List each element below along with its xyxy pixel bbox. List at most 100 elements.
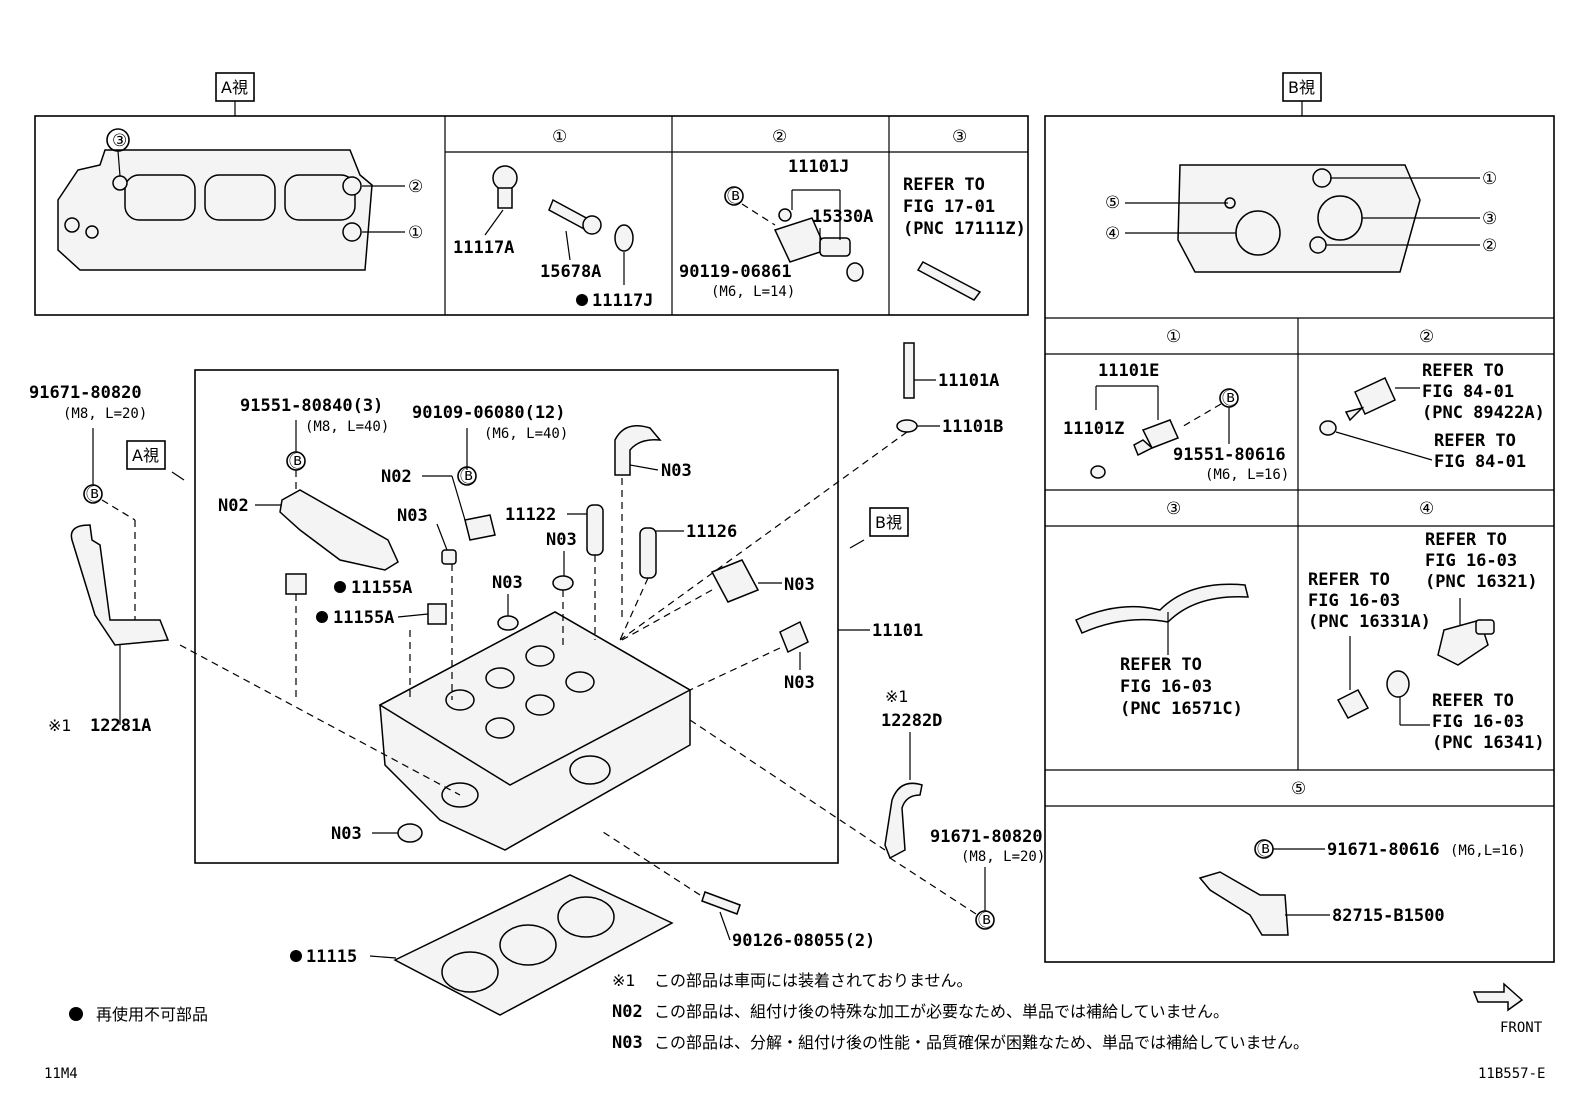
b-view-label: B視 [1288,78,1315,97]
spec-90109-06080: (M6, L=40) [484,426,568,442]
right-bolt-b-mark: Ⓑ [978,911,995,931]
b1-sensor-drawing [1090,419,1180,479]
label-11101e: 11101E [1098,361,1159,381]
b3-hose-drawing [1075,583,1249,634]
a-callout-2-number: ② [408,177,423,197]
b-callout-1-number: ① [1482,169,1497,189]
a3-stud-drawing [916,261,982,301]
label-n03-small: N03 [397,506,428,526]
label-n02-left: N02 [218,496,249,516]
b2-refer-b-line2: FIG 84-01 [1434,452,1526,472]
bridge-n02-drawing [279,489,399,571]
spec-91671-80820-right: (M8, L=20) [961,849,1045,865]
note-1-mark: ※1 [612,971,636,990]
label-n03-ring-upper: N03 [546,530,577,550]
a3-refer-line3: (PNC 17111Z) [903,219,1026,239]
a-bolt-b-mark: Ⓑ [727,187,744,207]
b4-refer-b-line1: REFER TO [1308,570,1390,590]
a3-refer-line2: FIG 17-01 [903,197,995,217]
b1-bolt-b-mark: Ⓑ [1222,389,1239,409]
b3-refer-line2: FIG 16-03 [1120,677,1212,697]
note-1-text: この部品は車両には装着されておりません。 [654,971,973,990]
label-91551-80840: 91551-80840(3) [240,396,383,416]
bracket-12281a-drawing [70,524,170,646]
label-n03-lower: N03 [331,824,362,844]
left-bolt-b-mark: Ⓑ [86,485,103,505]
label-n03-ring-mid: N03 [492,573,523,593]
label-15330a: 15330A [812,207,873,227]
b-panel-2-number: ② [1419,327,1434,347]
non-reusable-mark-11117j [576,294,588,306]
a-view-frame [34,115,1029,316]
b4-refer-b-line3: (PNC 16331A) [1308,612,1431,632]
n03-small-drawing [441,549,457,565]
stud-90126-drawing [701,891,741,915]
b-view-section: B視 ① ② ③ ④ ⑤ ⑤ ④ ① ③ ② [1044,72,1555,963]
a-view-section: A視 ① ② ③ ③ ② ① [34,72,1029,316]
n03-plug-drawing [779,620,809,654]
label-91671-80820-right: 91671-80820 [930,827,1043,847]
b2-refer-a-line1: REFER TO [1422,361,1504,381]
b3-refer-line1: REFER TO [1120,655,1202,675]
label-91671-80616: 91671-80616 [1327,840,1440,860]
label-11101a: 11101A [938,371,999,391]
label-11115: 11115 [306,947,357,967]
label-91551-80616: 91551-80616 [1173,445,1286,465]
n03-ring-upper-drawing [552,575,574,591]
b-callout-4-number: ④ [1105,224,1120,244]
spec-91551-80840: (M8, L=40) [305,419,389,435]
label-n02-mid: N02 [381,467,412,487]
spec-91671-80616: (M6,L=16) [1450,843,1526,859]
n02-cap-drawing [464,514,496,541]
label-n03-hose: N03 [661,461,692,481]
b2-refer-b-line1: REFER TO [1434,431,1516,451]
note-3-mark: N03 [612,1033,643,1053]
b4-parts-drawing [1336,619,1495,719]
b2-refer-a-line2: FIG 84-01 [1422,382,1514,402]
n03-sleeve-drawing [710,559,760,603]
a-callout-1-number: ① [408,223,423,243]
label-11101z: 11101Z [1063,419,1124,439]
note-2-mark: N02 [612,1002,643,1022]
legend-text: 再使用不可部品 [96,1005,208,1024]
mark-12282d: ※1 [885,687,909,706]
non-reusable-mark-11155a-lower [316,611,328,623]
label-11117j: 11117J [592,291,653,311]
bolt-11101a-drawing [903,342,915,399]
label-11101: 11101 [872,621,923,641]
b-callout-5-number: ⑤ [1105,193,1120,213]
part-11122-drawing [586,504,604,556]
label-11101b: 11101B [942,417,1003,437]
b3-refer-line3: (PNC 16571C) [1120,699,1243,719]
bracket-12282d-drawing [884,782,923,860]
front-arrow-icon [1472,982,1524,1012]
a-view-arrow-tag [126,440,166,470]
note-2-text: この部品は、組付け後の特殊な加工が必要なため、単品では補給していません。 [654,1002,1229,1021]
a3-refer-line1: REFER TO [903,175,985,195]
label-12282d: 12282D [881,711,942,731]
part-11155a-upper [285,573,307,595]
label-90109-06080: 90109-06080(12) [412,403,566,423]
label-11117a: 11117A [453,238,514,258]
b-callout-3-number: ③ [1482,209,1497,229]
a-panel-1-parts [492,165,634,252]
a-panel-2-parts [773,208,864,282]
n03-lower-seal-drawing [397,823,423,843]
b-view-frame [1044,115,1555,963]
b-panel-3-number: ③ [1166,499,1181,519]
b4-refer-a-line1: REFER TO [1425,530,1507,550]
label-n03-sleeve: N03 [784,575,815,595]
b5-bracket-drawing [1198,871,1289,936]
label-91671-80820-left: 91671-80820 [29,383,142,403]
b4-refer-c-line2: FIG 16-03 [1432,712,1524,732]
non-reusable-mark-11155a-upper [334,581,346,593]
spec-91671-80820-left: (M8, L=20) [63,406,147,422]
b-view-arrow-tag [869,507,909,537]
n03-ring-mid-drawing [497,615,519,631]
washer-11101b-drawing [896,419,918,433]
b4-refer-c-line1: REFER TO [1432,691,1514,711]
b-panel-4-number: ④ [1419,499,1434,519]
legend-non-reusable-dot [69,1007,83,1021]
label-90119-06861: 90119-06861 [679,262,792,282]
